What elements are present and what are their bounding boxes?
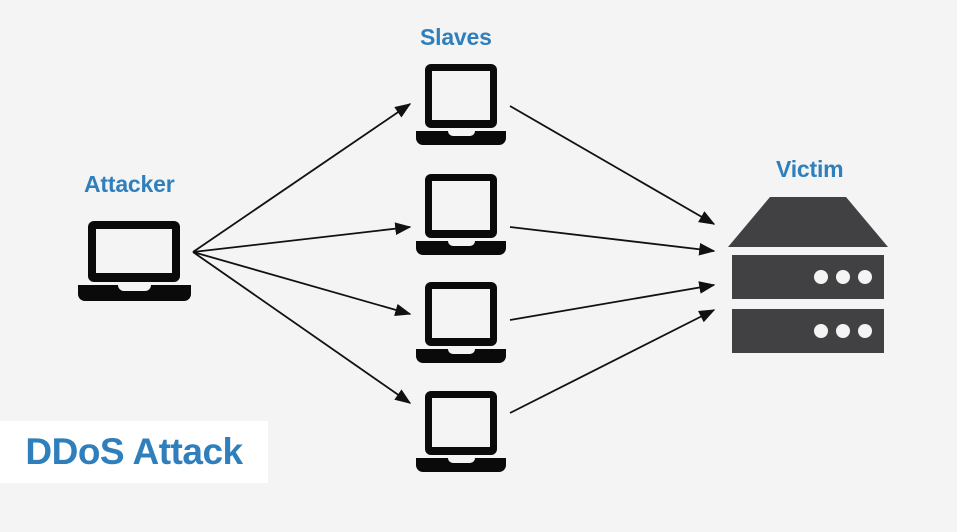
arrow-slave-2-to-victim — [509, 226, 716, 256]
laptop-screen — [425, 282, 497, 346]
slave-laptop-icon-2 — [416, 174, 506, 255]
attacker-label: Attacker — [84, 171, 175, 197]
laptop-notch — [448, 241, 475, 246]
laptop-notch — [448, 349, 475, 354]
server-top-trapezoid — [728, 197, 888, 247]
laptop-base — [416, 458, 506, 472]
laptop-screen-inner — [432, 71, 490, 120]
laptop-base — [416, 349, 506, 363]
slave-laptop-icon-4 — [416, 391, 506, 472]
arrow-slave-1-to-victim — [509, 105, 716, 225]
laptop-screen — [88, 221, 180, 282]
diagram-title: DDoS Attack — [25, 431, 243, 472]
laptop-screen-inner — [432, 289, 490, 338]
arrow-attacker-to-slave-1 — [192, 103, 412, 253]
laptop-screen-inner — [96, 229, 172, 273]
laptop-base — [416, 131, 506, 145]
arrow-attacker-to-slave-3 — [192, 251, 412, 317]
server-bay-2-indicators — [814, 324, 872, 338]
arrow-attacker-to-slave-2 — [192, 222, 412, 253]
laptop-notch — [448, 131, 475, 136]
status-dot — [858, 270, 872, 284]
arrow-attacker-to-slave-4 — [192, 251, 412, 404]
slave-laptop-icon-3 — [416, 282, 506, 363]
server-bay-2 — [732, 309, 884, 353]
laptop-screen — [425, 391, 497, 455]
laptop-screen — [425, 174, 497, 238]
status-dot — [836, 270, 850, 284]
laptop-base — [78, 285, 191, 301]
status-dot — [814, 270, 828, 284]
laptop-screen-inner — [432, 181, 490, 230]
title-badge: DDoS Attack — [0, 421, 268, 483]
server-bay-1 — [732, 255, 884, 299]
laptop-notch — [448, 458, 475, 463]
status-dot — [858, 324, 872, 338]
server-bay-1-indicators — [814, 270, 872, 284]
arrow-slave-4-to-victim — [509, 309, 716, 414]
laptop-base — [416, 241, 506, 255]
status-dot — [836, 324, 850, 338]
victim-label: Victim — [776, 156, 844, 182]
slaves-label: Slaves — [420, 24, 492, 50]
attacker-laptop-icon — [78, 221, 191, 301]
slave-laptop-icon-1 — [416, 64, 506, 145]
laptop-notch — [118, 285, 151, 291]
laptop-screen-inner — [432, 398, 490, 447]
laptop-screen — [425, 64, 497, 128]
status-dot — [814, 324, 828, 338]
arrow-slave-3-to-victim — [509, 281, 716, 321]
